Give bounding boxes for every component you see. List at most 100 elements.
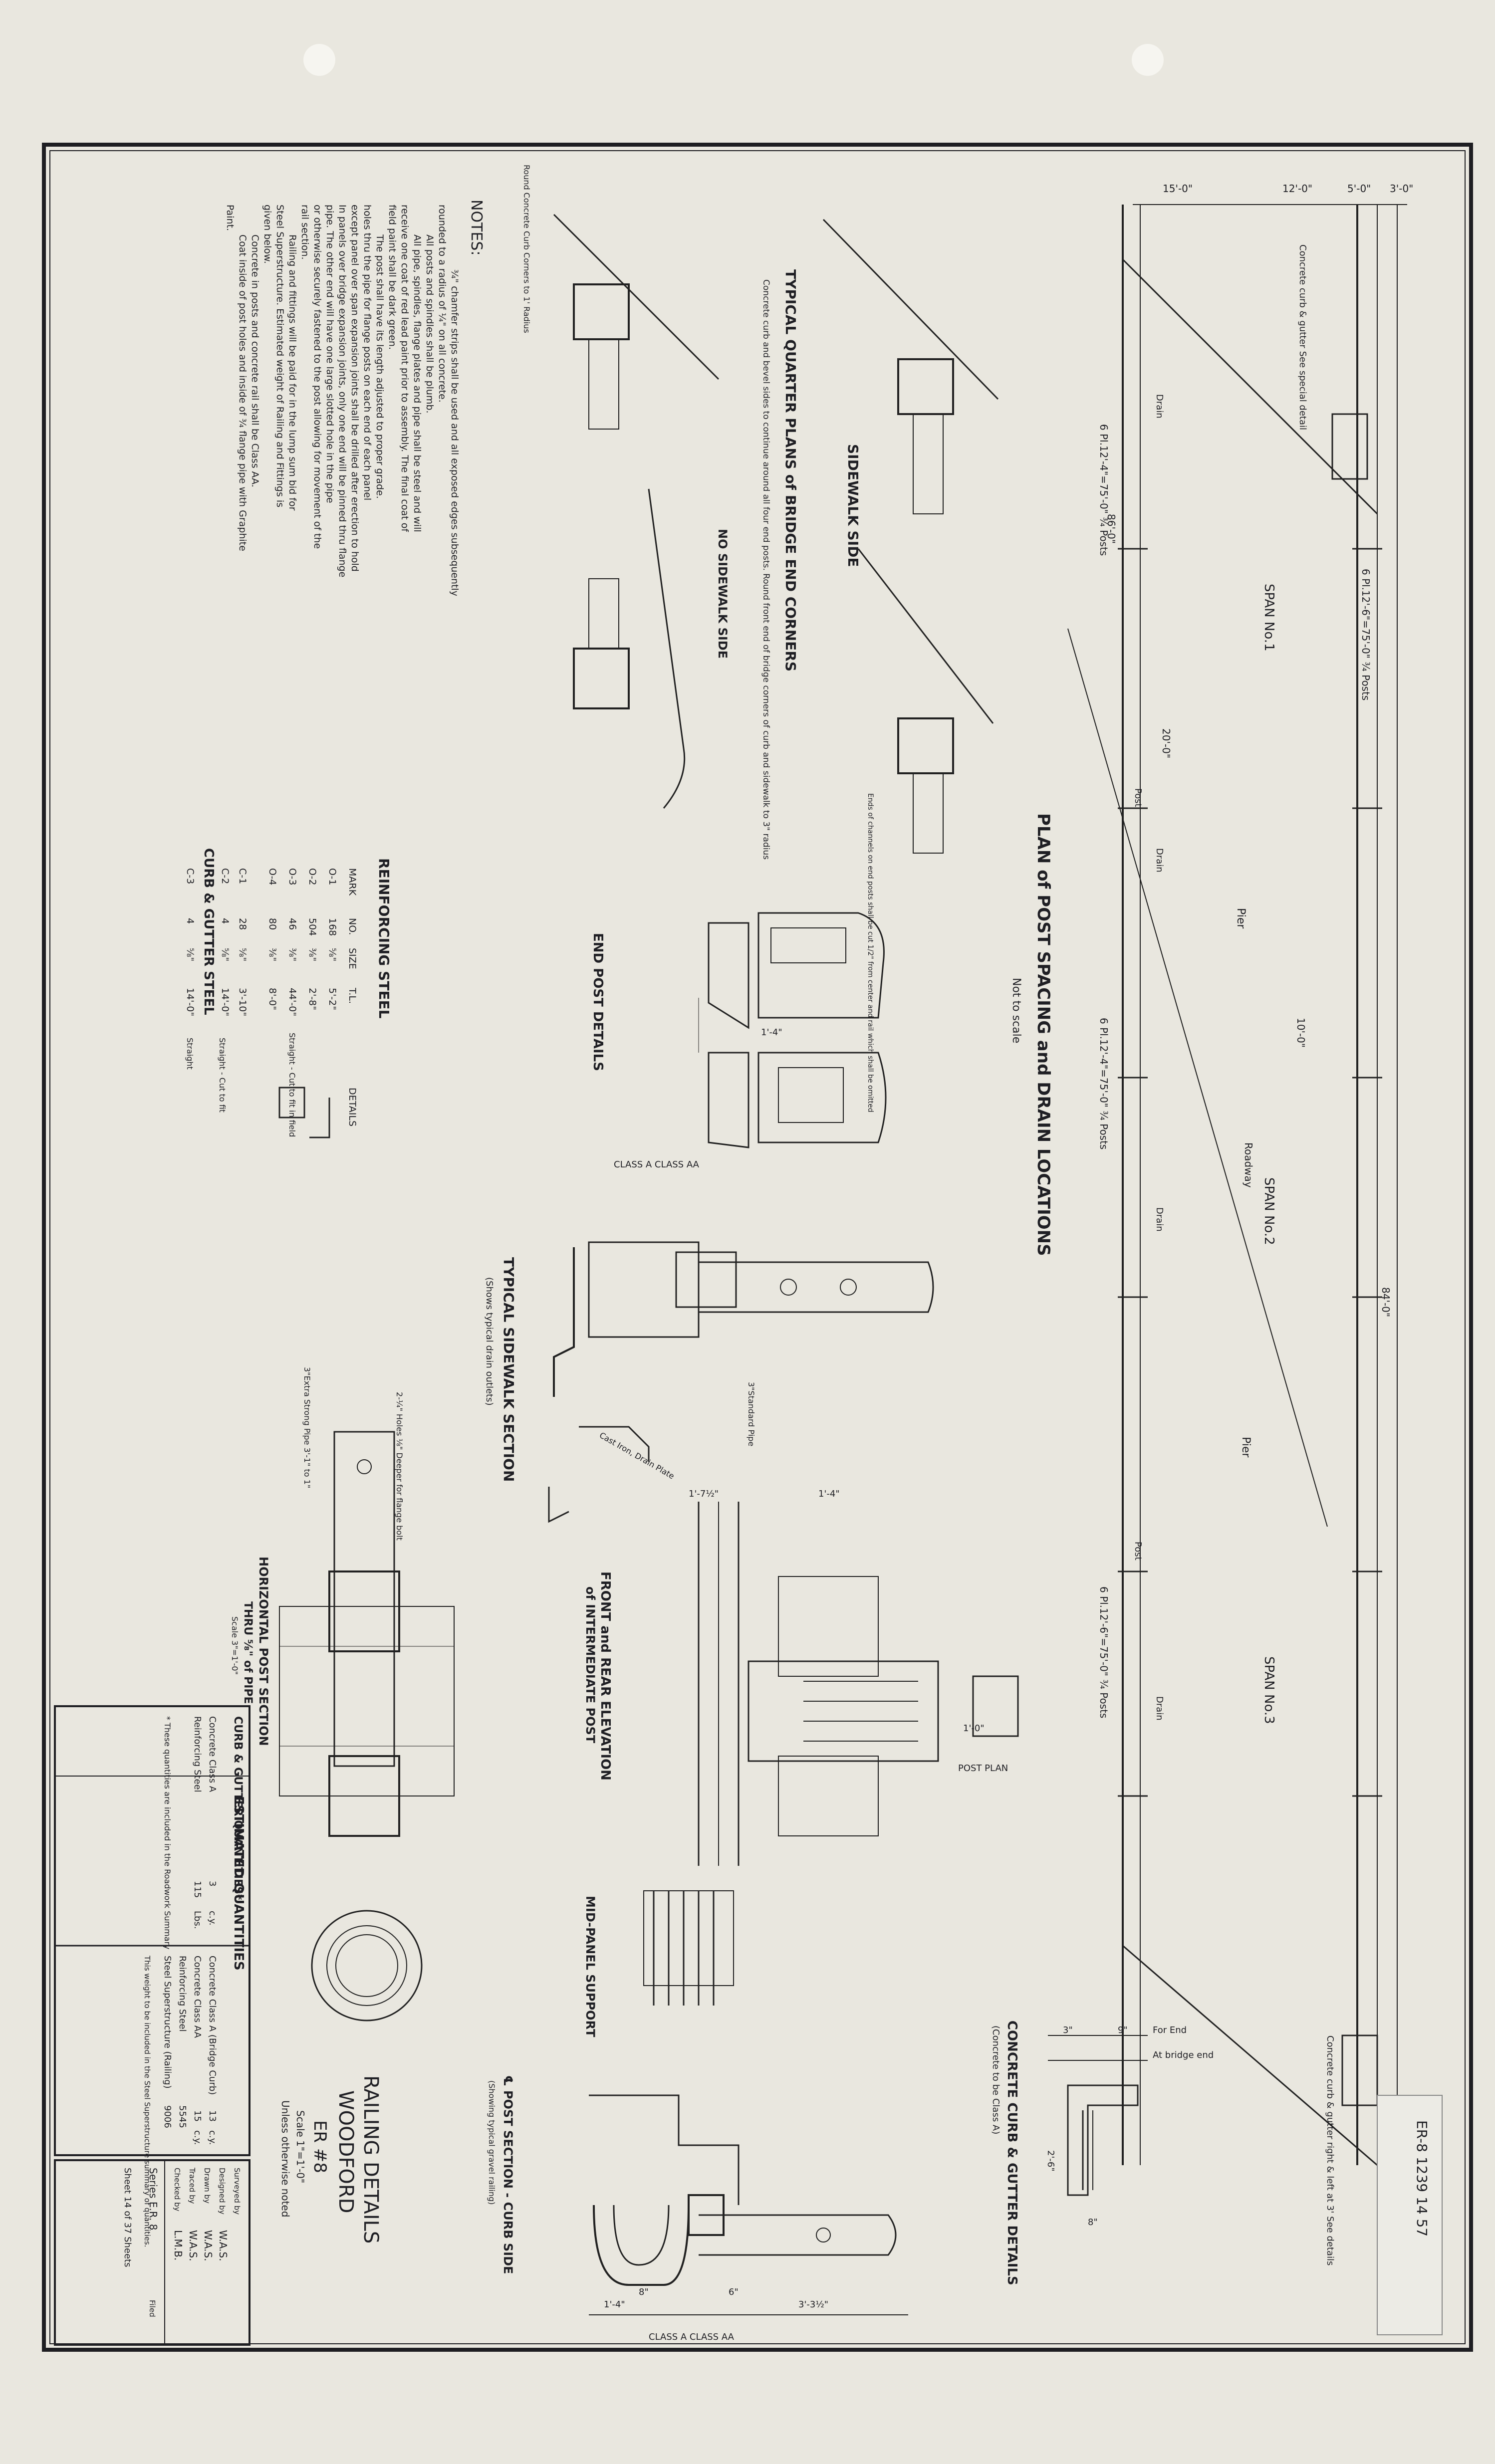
- front-rear-dim-3: 1'-0": [963, 1723, 985, 1734]
- sidewalk-section-title: TYPICAL SIDEWALK SECTION: [500, 1257, 517, 1482]
- quantity-value: 13: [207, 2110, 218, 2122]
- designed-by-label: Designed by: [218, 2168, 227, 2215]
- table-cell: 3'-10": [237, 988, 248, 1016]
- horizontal-post-section-drawing: [279, 1431, 455, 2021]
- table-cell: O-1: [327, 868, 338, 885]
- punch-hole: [303, 44, 335, 76]
- table-cell: ⅝": [185, 948, 196, 961]
- curb-steel-straight: Straight: [185, 1038, 195, 1070]
- table-cell: ⅝": [220, 948, 231, 961]
- title-block-project: WOODFORD: [334, 2090, 357, 2213]
- drain-label-1: Drain: [1154, 394, 1165, 419]
- drain-dim-2: 10'-0": [1295, 1018, 1307, 1048]
- table-cell: 14'-0": [220, 988, 231, 1016]
- end-post-details-drawing: [698, 912, 887, 1148]
- table-cell: 46: [287, 918, 298, 930]
- quantity-label: Steel Superstructure (Railing): [162, 1956, 173, 2089]
- roadway-label: Roadway: [1243, 1142, 1254, 1188]
- bar-bend-detail: [309, 1098, 330, 1138]
- curb-note-top: Concrete curb & gutter See special detai…: [1297, 244, 1308, 430]
- post-section-dim-4: 6": [729, 2287, 739, 2297]
- stirrup-detail: [278, 1087, 305, 1119]
- front-rear-subtitle: of INTERMEDIATE POST: [583, 1586, 597, 1744]
- table-header: MARK: [347, 868, 358, 896]
- curb-quantities-title: CURB & GUTTER QUANTITIES*: [232, 1716, 244, 1900]
- sidewalk-side-title: SIDEWALK SIDE: [845, 444, 861, 567]
- note-line: ¾" chamfer strips shall be used and all …: [449, 269, 460, 596]
- table-cell: ⅝": [237, 948, 248, 961]
- end-channel-note: Ends of channels on end posts shall be c…: [866, 793, 874, 1113]
- post-section-dim-2: 3'-3½": [798, 2299, 828, 2310]
- plan-title: PLAN of POST SPACING and DRAIN LOCATIONS: [1033, 813, 1053, 1256]
- checker-value: L.M.B.: [172, 2230, 184, 2260]
- table-cell: 5'-2": [327, 988, 338, 1010]
- note-line: All posts and spindles shall be plumb.: [424, 234, 435, 414]
- note-line: Paint.: [225, 205, 236, 231]
- post-section-class-labels: CLASS A CLASS AA: [649, 2332, 735, 2342]
- post-section-curb-side-drawing: [589, 2094, 908, 2315]
- note-line: receive one coat of red lead paint prior…: [399, 205, 410, 532]
- quantities-frame: [54, 1705, 250, 2156]
- post-section-title: ℄ POST SECTION - CURB SIDE: [501, 2075, 515, 2274]
- curb-dim-2: 8": [1088, 2217, 1098, 2228]
- curb-gutter-detail-drawing: [1048, 2035, 1148, 2196]
- table-cell: 14'-0": [185, 988, 196, 1016]
- stamp-text: ER-8 1239 14 57: [1414, 2120, 1430, 2237]
- notes-heading: NOTES:: [468, 200, 485, 256]
- quantity-label: Reinforcing Steel: [192, 1716, 203, 1792]
- plan-dim-4: 3'-0": [1390, 183, 1413, 195]
- table-cell: C-1: [237, 868, 248, 884]
- table-cell: O-3: [287, 868, 298, 885]
- front-rear-pipe-note: 3"Standard Pipe: [747, 1382, 756, 1446]
- table-cell: 168: [327, 918, 338, 936]
- quantity-unit: c.y.: [207, 1911, 218, 1925]
- plan-dim-1: 15'-0": [1163, 183, 1193, 195]
- span-label-2: SPAN No.2: [1261, 1177, 1276, 1245]
- post-label-1: Post: [1133, 788, 1143, 807]
- note-line: Steel Superstructure. Estimated weight o…: [274, 205, 285, 507]
- quantity-value: 3: [207, 1881, 218, 1886]
- table-row: O-2 504 ⅜" 2'-8": [307, 868, 318, 1010]
- drain-dim-4: 84'-0": [1380, 1287, 1392, 1317]
- sheet-number: Sheet 14 of 37 Sheets: [122, 2168, 133, 2267]
- end-post-class-labels: CLASS A CLASS AA: [614, 1159, 700, 1170]
- note-line: In panels over bridge expansion joints, …: [337, 205, 348, 577]
- quantity-value: 15: [192, 2110, 203, 2122]
- border-inner: [49, 150, 1466, 2344]
- curb-note-bottom: Concrete curb & gutter right & left at 3…: [1325, 2035, 1335, 2265]
- tracer-value: W.A.S.: [187, 2230, 199, 2261]
- note-line: The post shall have its length adjusted …: [374, 234, 385, 499]
- pier-label-2: Pier: [1240, 1437, 1252, 1458]
- curb-dim-4: 3": [1063, 2025, 1073, 2035]
- reinforcing-title: REINFORCING STEEL: [376, 858, 392, 1019]
- round-corners-note: Round Concrete Curb Corners to 1' Radius: [522, 165, 531, 333]
- note-line: Railing and fittings will be paid for in…: [287, 234, 298, 511]
- table-header: T.L.: [347, 987, 358, 1004]
- table-cell: ⅝": [327, 948, 338, 961]
- table-header: SIZE: [347, 948, 358, 969]
- table-cell: O-4: [267, 868, 278, 885]
- drawer-value: W.A.S.: [202, 2230, 214, 2261]
- post-plan-label: POST PLAN: [958, 1763, 1008, 1774]
- post-label-2: Post: [1133, 1542, 1143, 1561]
- table-cell: ⅜": [267, 948, 278, 961]
- horizontal-post-scale: Scale 3"=1'-0": [230, 1616, 240, 1675]
- table-cell: 504: [307, 918, 318, 936]
- quantity-label: Concrete Class A (Bridge Curb): [207, 1956, 218, 2095]
- drawn-by-label: Drawn by: [203, 2168, 212, 2204]
- table-cell: C-2: [220, 868, 231, 884]
- note-line: All pipe, spindles, flange plates and pi…: [412, 234, 423, 532]
- note-line: field paint shall be dark green.: [387, 205, 398, 350]
- post-section-subtitle: (Showing typical gravel railing): [487, 2080, 497, 2205]
- quantity-value: 9006: [162, 2105, 173, 2128]
- table-cell: 80: [267, 918, 278, 930]
- table-row: O-1 168 ⅝" 5'-2": [327, 868, 338, 1010]
- note-line: holes thru the pipe for flange posts on …: [362, 205, 373, 500]
- stamp-box: [1377, 2095, 1443, 2335]
- note-line: or otherwise securely fastened to the po…: [312, 205, 323, 549]
- corner-plans-title: TYPICAL QUARTER PLANS of BRIDGE END CORN…: [782, 269, 799, 672]
- title-block-title: RAILING DETAILS: [359, 2075, 382, 2243]
- note-line: except panel over span expansion joints …: [349, 205, 360, 572]
